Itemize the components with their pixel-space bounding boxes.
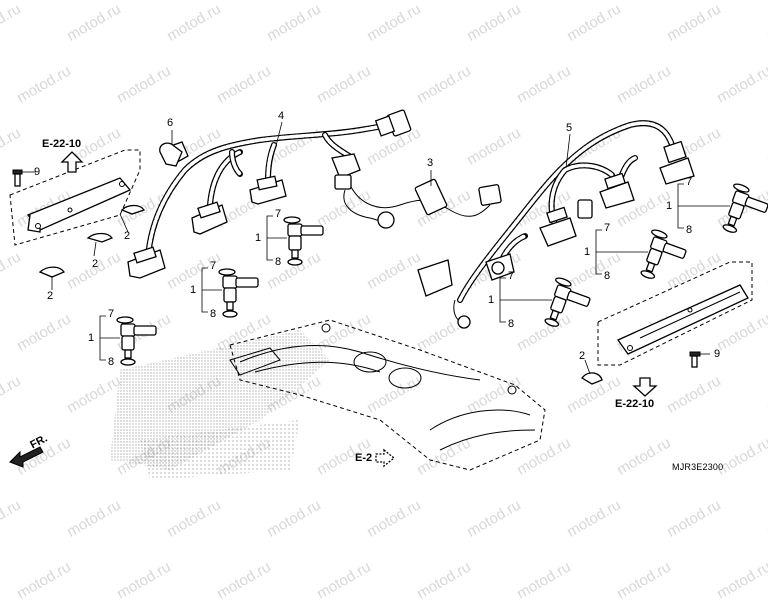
callout-3: 3	[427, 157, 434, 169]
left-fuel-rail	[9, 149, 141, 246]
clip-part	[159, 142, 183, 167]
fuel-injector	[116, 316, 157, 366]
callout-1: 1	[584, 246, 591, 258]
callout-7: 7	[108, 308, 115, 320]
callout-9-right: 9	[714, 348, 721, 360]
callout-2-a: 2	[124, 230, 131, 242]
callout-8: 8	[108, 356, 115, 368]
callout-8: 8	[604, 270, 611, 282]
callout-7: 7	[508, 270, 515, 282]
ref-e-22-10-top[interactable]: E-22-10	[42, 138, 82, 150]
diagram-code: MJR3E2300	[672, 462, 724, 472]
ref-e-2[interactable]: E-2	[355, 452, 373, 464]
harness-right	[417, 120, 695, 329]
right-fuel-rail	[581, 261, 753, 385]
throttle-body-assembly	[229, 319, 546, 471]
sub-harness	[334, 174, 502, 229]
callout-7: 7	[210, 260, 217, 272]
fuel-injector	[544, 277, 591, 327]
callout-1: 1	[190, 284, 197, 296]
callout-1: 1	[88, 332, 95, 344]
leader-lines	[22, 121, 710, 375]
injector-group	[99, 183, 768, 366]
fuel-injector	[640, 229, 687, 279]
callout-5: 5	[566, 122, 573, 134]
callout-6: 6	[167, 117, 174, 129]
callout-7: 7	[275, 208, 282, 220]
callout-9-left: 9	[34, 166, 41, 178]
callout-2-c: 2	[47, 290, 54, 302]
ref-e-22-10-bottom[interactable]: E-22-10	[615, 398, 655, 410]
callout-7: 7	[604, 222, 611, 234]
frame-shading	[110, 330, 330, 480]
fuel-injector	[283, 216, 324, 266]
callout-7: 7	[686, 176, 693, 188]
callout-8: 8	[686, 224, 693, 236]
callout-8: 8	[508, 318, 515, 330]
callout-2-d: 2	[579, 350, 586, 362]
callout-1: 1	[666, 200, 673, 212]
callout-8: 8	[275, 256, 282, 268]
callout-4: 4	[278, 110, 285, 122]
fuel-injector	[722, 183, 768, 233]
seal-group-left	[38, 204, 146, 278]
arrow-group	[9, 151, 658, 468]
callout-1: 1	[255, 232, 262, 244]
harness-left	[127, 109, 412, 279]
callout-8: 8	[210, 308, 217, 320]
fuel-injector	[218, 268, 259, 318]
callout-1: 1	[488, 294, 495, 306]
callout-2-b: 2	[92, 258, 99, 270]
diagram-drawing	[9, 109, 768, 480]
